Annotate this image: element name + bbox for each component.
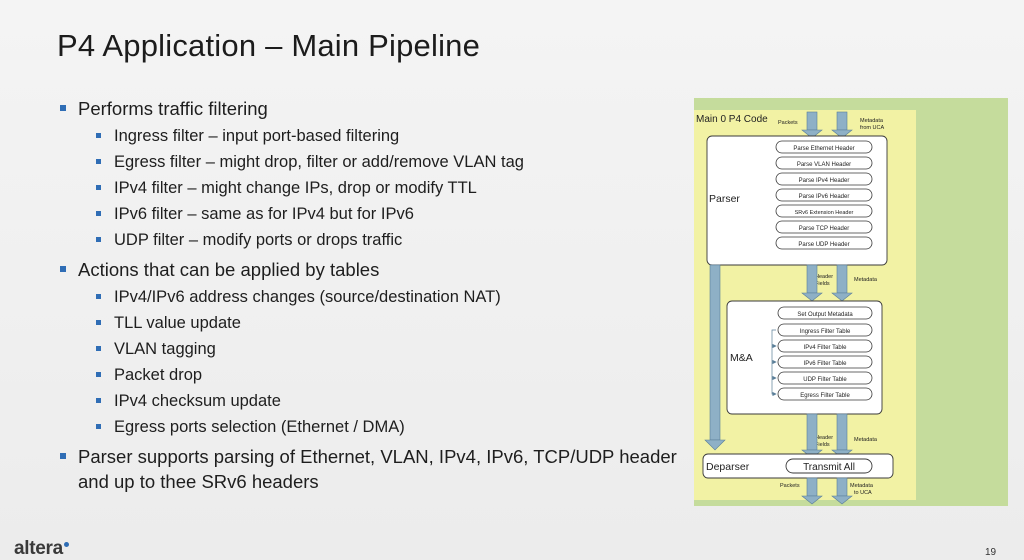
bullet-list: Performs traffic filtering Ingress filte…	[60, 96, 680, 496]
sub-bullet: VLAN tagging	[96, 336, 680, 362]
arrow-packets-out	[801, 477, 823, 505]
sub-bullet: TLL value update	[96, 310, 680, 336]
top-metadata-label-1: Metadata	[860, 118, 884, 124]
arrow-bypass	[704, 264, 726, 451]
svg-text:UDP Filter Table: UDP Filter Table	[803, 377, 847, 383]
svg-text:Egress Filter Table: Egress Filter Table	[800, 393, 850, 399]
parser-item: Parse IPv4 Header	[775, 172, 873, 186]
pipeline-diagram: Main 0 P4 Code Packets Metadata from UCA…	[694, 98, 1008, 506]
ma-item: Egress Filter Table	[777, 387, 873, 401]
slide-title: P4 Application – Main Pipeline	[57, 28, 481, 63]
deparser-label: Deparser	[706, 461, 750, 473]
mid-metadata-label: Metadata	[854, 277, 878, 283]
diagram-title: Main 0 P4 Code	[696, 114, 768, 125]
logo-dot-icon	[63, 542, 69, 547]
svg-text:Ingress Filter Table: Ingress Filter Table	[800, 329, 851, 335]
sub-bullet: Egress filter – might drop, filter or ad…	[96, 149, 680, 175]
sub-bullet: IPv4/IPv6 address changes (source/destin…	[96, 284, 680, 310]
parser-item: Parse UDP Header	[775, 236, 873, 250]
mid-header-label-2: Fields	[815, 281, 830, 287]
parser-item: Parse IPv6 Header	[775, 188, 873, 202]
bullet-table-actions: Actions that can be applied by tables	[60, 257, 680, 282]
sub-bullet: IPv4 filter – might change IPs, drop or …	[96, 175, 680, 201]
parser-item: Parse Ethernet Header	[775, 140, 873, 154]
svg-text:SRv6 Extension Header: SRv6 Extension Header	[795, 210, 854, 216]
svg-text:Parse TCP Header: Parse TCP Header	[799, 226, 849, 232]
lower-metadata-label: Metadata	[854, 437, 878, 443]
svg-text:Parse IPv4 Header: Parse IPv4 Header	[799, 178, 850, 184]
ma-connectors	[771, 329, 777, 397]
ma-item: UDP Filter Table	[777, 371, 873, 385]
sub-bullet: IPv4 checksum update	[96, 388, 680, 414]
logo-text: altera	[14, 538, 63, 559]
parser-label: Parser	[709, 193, 740, 205]
lower-header-label-1: Header	[815, 435, 833, 441]
transmit-all-pill	[785, 458, 873, 474]
mid-header-label-1: Header	[815, 274, 833, 280]
svg-text:Set Output Metadata: Set Output Metadata	[797, 312, 853, 318]
arrow-header-fields	[801, 264, 823, 302]
parser-item: SRv6 Extension Header	[775, 204, 873, 218]
ma-item: Set Output Metadata	[777, 306, 873, 320]
altera-logo: altera	[14, 538, 69, 560]
svg-text:Parse Ethernet Header: Parse Ethernet Header	[793, 146, 854, 152]
top-packets-label: Packets	[778, 120, 798, 126]
bullet-parser-support: Parser supports parsing of Ethernet, VLA…	[60, 444, 680, 494]
ma-item: IPv4 Filter Table	[777, 339, 873, 353]
arrow-packets-in	[801, 111, 823, 139]
sub-bullet: Ingress filter – input port-based filter…	[96, 123, 680, 149]
ma-item: IPv6 Filter Table	[777, 355, 873, 369]
svg-text:Parse VLAN Header: Parse VLAN Header	[797, 162, 851, 168]
ma-label: M&A	[730, 352, 753, 364]
arrow-metadata-out	[831, 477, 853, 505]
pipeline-diagram-svg: Main 0 P4 Code Packets Metadata from UCA…	[694, 98, 1008, 506]
lower-header-label-2: Fields	[815, 442, 830, 448]
sub-bullet: UDP filter – modify ports or drops traff…	[96, 227, 680, 253]
sub-bullet: Packet drop	[96, 362, 680, 388]
parser-item: Parse TCP Header	[775, 220, 873, 234]
bottom-metadata-label-1: Metadata	[850, 483, 874, 489]
page-number: 19	[985, 547, 997, 558]
arrow-metadata-mid	[831, 264, 853, 302]
svg-text:IPv6 Filter Table: IPv6 Filter Table	[804, 361, 848, 367]
svg-text:Parse UDP Header: Parse UDP Header	[798, 242, 849, 248]
transmit-all-label: Transmit All	[803, 462, 855, 473]
sub-bullet: Egress ports selection (Ethernet / DMA)	[96, 414, 680, 440]
sub-bullet: IPv6 filter – same as for IPv4 but for I…	[96, 201, 680, 227]
parser-item: Parse VLAN Header	[775, 156, 873, 170]
ma-item: Ingress Filter Table	[777, 323, 873, 337]
top-metadata-label-2: from UCA	[860, 125, 884, 131]
bottom-packets-label: Packets	[780, 483, 800, 489]
svg-text:Parse IPv6 Header: Parse IPv6 Header	[799, 194, 850, 200]
bottom-metadata-label-2: to UCA	[854, 490, 872, 496]
arrow-metadata-in	[831, 111, 853, 139]
bullet-traffic-filtering: Performs traffic filtering	[60, 96, 680, 121]
svg-text:IPv4 Filter Table: IPv4 Filter Table	[804, 345, 848, 351]
